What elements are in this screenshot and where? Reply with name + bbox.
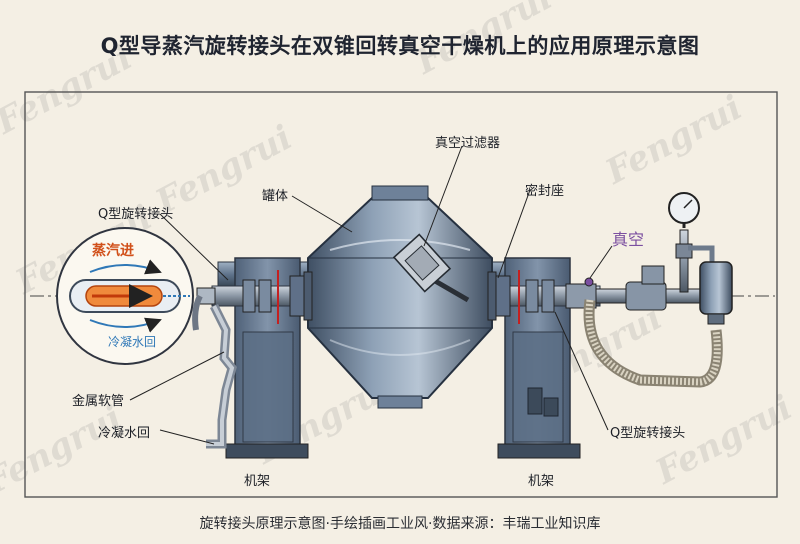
metal-hose-highlight (206, 305, 235, 446)
label-frame-right: 机架 (528, 474, 555, 489)
label-q-joint-right: Q型旋转接头 (610, 426, 686, 441)
label-metal-hose: 金属软管 (72, 394, 125, 409)
label-tank: 罐体 (262, 189, 289, 204)
footer-caption: 旋转接头原理示意图·手绘插画工业风·数据来源：丰瑞工业知识库 (199, 516, 601, 532)
inset-steam-in: 蒸汽进 (92, 243, 134, 259)
label-seal-seat: 密封座 (525, 184, 565, 199)
vacuum-line (584, 192, 733, 325)
right-shaft (487, 270, 601, 324)
joint-inset (56, 227, 194, 365)
vacuum-filter (392, 233, 470, 303)
left-hose-stub (192, 294, 203, 331)
label-vacuum-filter: 真空过滤器 (435, 136, 501, 151)
label-q-joint-left: Q型旋转接头 (98, 207, 174, 222)
page-title: Q型导蒸汽旋转接头在双锥回转真空干燥机上的应用原理示意图 (100, 34, 700, 58)
vacuum-receiver (699, 261, 733, 315)
leader-lines (129, 145, 613, 445)
vacuum-port-icon (584, 277, 594, 287)
diagram-border (24, 91, 778, 498)
corrugated-hose-right (583, 299, 723, 388)
corrugated-hose-right-ribs (585, 299, 721, 386)
inset-condensate-return: 冷凝水回 (108, 335, 157, 349)
left-shaft (196, 270, 313, 324)
label-condensate-return: 冷凝水回 (98, 426, 151, 441)
label-vacuum: 真空 (612, 230, 645, 249)
label-frame-left: 机架 (244, 474, 271, 489)
